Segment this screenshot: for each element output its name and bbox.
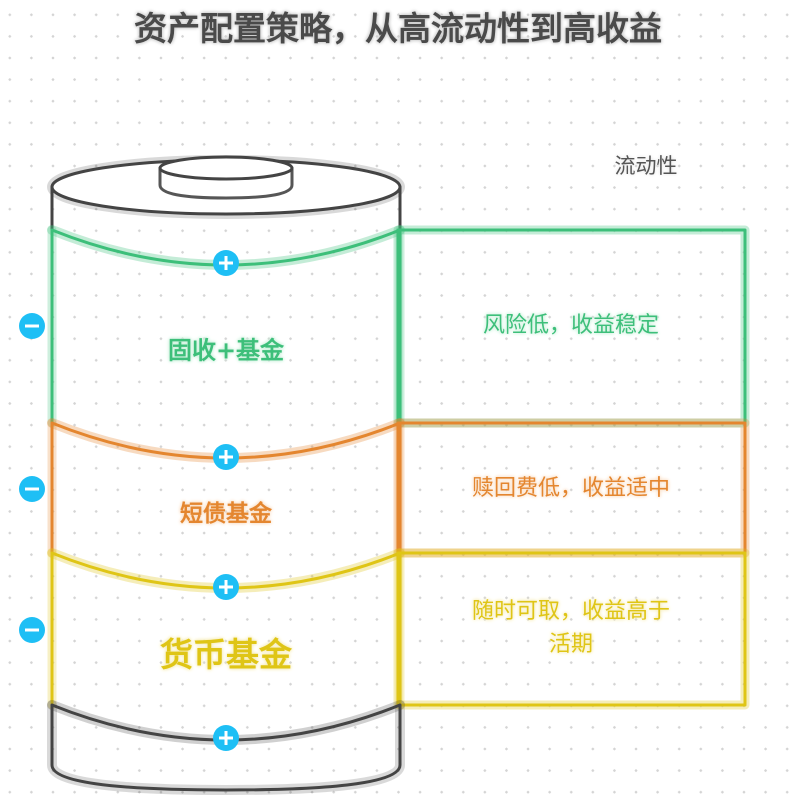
layer-label: 短债基金 [180,501,272,527]
plus-icon[interactable] [213,574,239,600]
plus-icon[interactable] [213,725,239,751]
layer-description: 赎回费低，收益适中 [471,476,671,501]
layer-label: 货币基金 [160,635,292,674]
add-layer-handles [213,250,239,751]
axis-label: 流动性 [614,154,678,178]
layer-description: 随时可取，收益高于 [471,599,671,624]
page-title: 资产配置策略，从高流动性到高收益 [134,9,662,48]
layer-money-market [47,548,750,710]
layer-description: 风险低，收益稳定 [482,313,660,338]
minus-icon[interactable] [19,476,45,502]
plus-icon[interactable] [213,250,239,276]
minus-icon[interactable] [19,617,45,643]
minus-icon[interactable] [19,313,45,339]
layer-label: 固收+基金 [167,336,285,365]
plus-icon[interactable] [213,444,239,470]
layer-description: 活期 [548,632,594,657]
remove-layer-handles [19,313,45,643]
cylinder-top [50,155,402,234]
